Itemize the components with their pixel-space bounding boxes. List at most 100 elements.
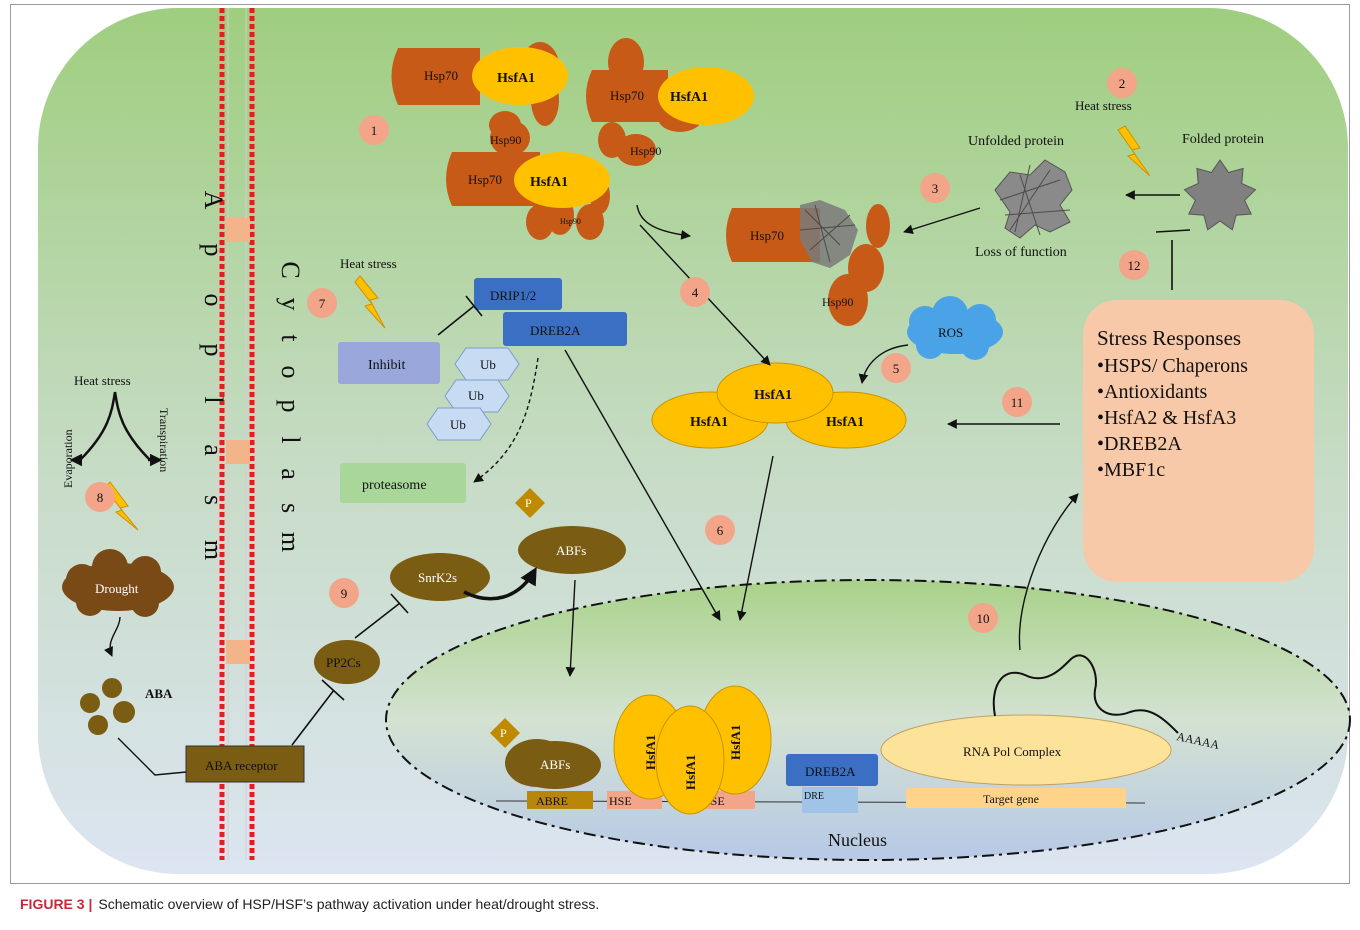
cytoplasm-letter: o (276, 366, 305, 379)
heat-stress-label-8: Heat stress (74, 373, 131, 388)
step-number: 11 (1011, 395, 1024, 410)
abfs-nuclear-ellipse (509, 741, 601, 789)
abre-label: ABRE (536, 794, 568, 808)
ub-label: Ub (450, 417, 466, 432)
step-number: 2 (1119, 76, 1126, 91)
hsp70-label: Hsp70 (750, 228, 784, 243)
step-number: 9 (341, 586, 348, 601)
ubiquitin-chain: Ub Ub Ub (426, 347, 520, 441)
hsfa1-label: HsfA1 (690, 415, 728, 430)
hsfa1-label: HsfA1 (683, 755, 698, 790)
hsfa1-body (514, 152, 610, 208)
figure-frame (10, 4, 1350, 884)
pp2cs-ellipse (314, 640, 380, 684)
cytoplasm-letter: s (276, 503, 305, 513)
stress-response-item: •HsfA2 & HsfA3 (1097, 407, 1236, 429)
hsfa1-label: HsfA1 (643, 735, 658, 770)
hsfa1-nuclear-trimer: HsfA1 HsfA1 HsfA1 (613, 685, 772, 815)
hsfa1-label: HsfA1 (754, 388, 792, 403)
step-badge-1: 1 (359, 115, 389, 145)
nucleus-label: Nucleus (828, 830, 887, 850)
lightning-icon (1117, 125, 1151, 177)
heat-stress-label-7: Heat stress (340, 256, 397, 271)
dreb2a-box (503, 312, 627, 346)
hsp90-label: Hsp90 (822, 295, 853, 309)
step-badge-3: 3 (920, 173, 950, 203)
step-number: 5 (893, 361, 900, 376)
step-number: 7 (319, 296, 326, 311)
aba-molecules (80, 678, 135, 735)
step-number: 6 (717, 523, 724, 538)
connectors (69, 190, 1191, 776)
nucleus (385, 579, 1351, 861)
hsp-hsfa1-complex-1: Hsp70 HsfA1 Hsp90 (391, 42, 568, 156)
stress-response-item: •MBF1c (1097, 459, 1165, 481)
dreb2a-nuclear-box (786, 754, 878, 786)
phosphate-label: P (500, 726, 507, 740)
hsp-hsfa1-complex-2: Hsp70 HsfA1 Hsp90 (586, 38, 754, 166)
step-number: 12 (1128, 258, 1141, 273)
rna-pol-complex (880, 714, 1172, 786)
apoplasm-letter: A (199, 191, 228, 210)
drip-label: DRIP1/2 (490, 288, 536, 303)
hsp90-label: Hsp90 (560, 217, 581, 226)
pp2cs-label: PP2Cs (326, 655, 361, 670)
caption-text: Schematic overview of HSP/HSF’s pathway … (98, 896, 600, 912)
dre-label: DRE (804, 791, 824, 802)
cytoplasm-letter: y (276, 298, 305, 311)
loss-of-function-label: Loss of function (975, 245, 1067, 260)
hsfa1-label: HsfA1 (826, 415, 864, 430)
abfs-nuclear-label: ABFs (540, 757, 570, 772)
mrna-strand (992, 654, 1179, 734)
hsp70-block (726, 208, 820, 262)
apoplasm-letter: s (199, 495, 228, 505)
stress-responses-title: Stress Responses (1097, 326, 1241, 350)
snrk2s-ellipse (390, 553, 490, 601)
step-badge-6: 6 (705, 515, 735, 545)
cytoplasm-letter: p (276, 400, 305, 413)
hsp70-block (446, 152, 540, 206)
step-badge-5: 5 (881, 353, 911, 383)
hsfa1-label: HsfA1 (670, 90, 708, 105)
step-number: 10 (977, 611, 990, 626)
hsp90-label: Hsp90 (630, 144, 661, 158)
step-number: 8 (97, 490, 104, 505)
hsfa1-label: HsfA1 (497, 71, 535, 86)
hsfa1-body (658, 67, 754, 125)
inhibit-label: Inhibit (368, 358, 405, 373)
step-badge-12: 12 (1119, 250, 1149, 280)
phosphate-label: P (525, 496, 532, 510)
folded-protein (1183, 159, 1257, 231)
hsp-hsfa1-complex-3: Hsp70 HsfA1 Hsp90 (446, 152, 610, 240)
dreb2a-nuclear-label: DREB2A (805, 764, 856, 779)
stress-response-item: •Antioxidants (1097, 381, 1208, 403)
snrk2s-label: SnrK2s (418, 570, 457, 585)
dre-box (802, 787, 858, 813)
step-badge-4: 4 (680, 277, 710, 307)
apoplasm-letter: o (199, 294, 228, 307)
target-gene-label: Target gene (983, 792, 1039, 806)
hsp90-label: Hsp90 (490, 133, 521, 147)
membrane-channel (226, 218, 250, 242)
caption-label: FIGURE 3 | (20, 896, 93, 912)
drought-cloud (62, 549, 174, 617)
cell-membrane (219, 8, 255, 860)
abfs-label: ABFs (556, 543, 586, 558)
inhibit-box (338, 342, 440, 384)
folded-protein-label: Folded protein (1182, 132, 1264, 147)
step-badge-9: 9 (329, 578, 359, 608)
hse-label: HSE (609, 794, 632, 808)
step-number: 3 (932, 181, 939, 196)
ros-cloud (907, 296, 1003, 360)
hsp70-label: Hsp70 (468, 172, 502, 187)
ros-label: ROS (938, 325, 963, 340)
lightning-icon (354, 275, 386, 329)
ub-label: Ub (468, 388, 484, 403)
hsp70-label: Hsp70 (610, 88, 644, 103)
hsp70-block (586, 70, 668, 122)
apoplasm-letter: m (199, 540, 228, 560)
aba-receptor-box (185, 745, 305, 783)
